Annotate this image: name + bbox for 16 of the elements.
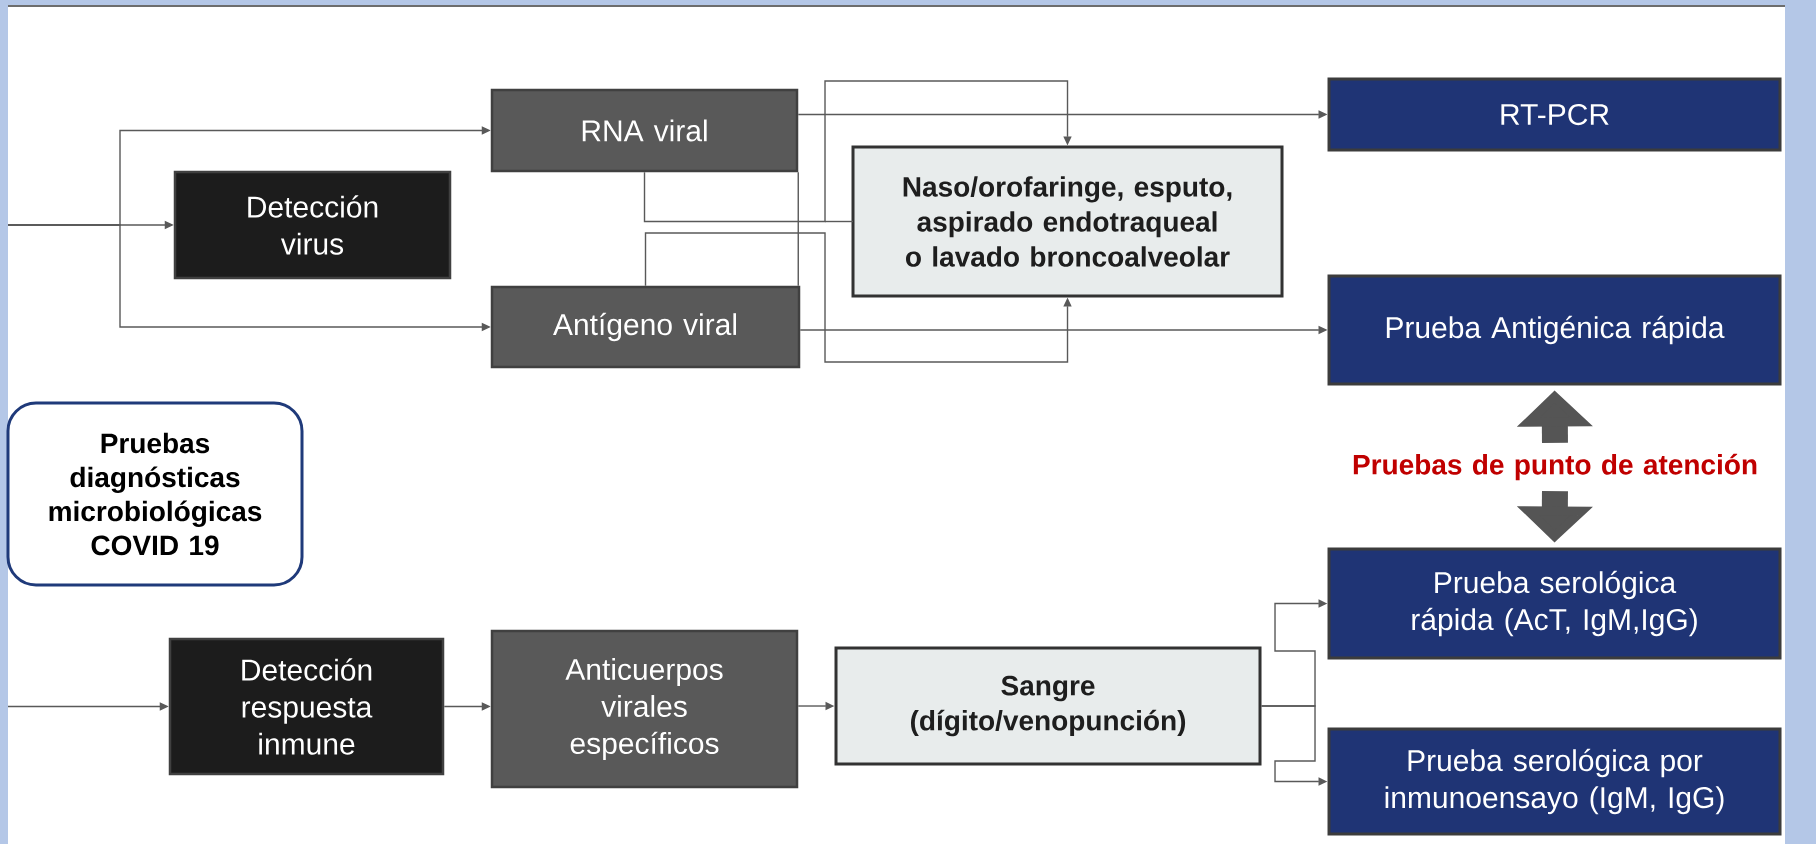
process-box: Detección virus [173,170,452,280]
highlight-text: Pruebas de punto de atención [1353,453,1757,481]
sample-box: Naso/orofaringe, esputo, aspirado endotraqueal o lavado broncoalveolar [851,145,1284,298]
test-box: RT-PCR [1327,77,1782,152]
arrow [643,80,1072,223]
test-box: Prueba Antigénica rápida [1327,274,1782,386]
process-box: Anticuerpos virales específicos [490,629,799,789]
arrow [644,232,1072,363]
process-box: Detección respuesta inmune [168,637,445,776]
sample-box: Sangre (dígito/venopunción) [834,646,1262,766]
test-box: Prueba serológica por inmunoensayo (IgM, IgG) [1327,727,1782,836]
process-box: RNA viral [490,88,799,173]
connector-line [797,171,799,287]
process-box: Antígeno viral [490,285,801,369]
rounded-box: Pruebas diagnósticas microbiológicas COVID 19 [6,401,304,587]
test-box: Prueba serológica rápida (AcT, IgM,IgG) [1327,547,1782,660]
